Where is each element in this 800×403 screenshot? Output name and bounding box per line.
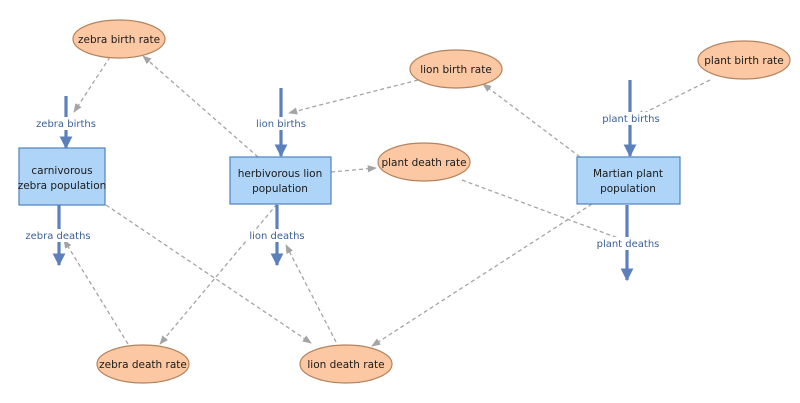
- flow-label-zebra-deaths: zebra deaths: [25, 231, 90, 242]
- aux-zebra-death-rate[interactable]: zebra death rate: [96, 344, 190, 384]
- connector-plant-death-rate-to-plant-deaths: [461, 179, 635, 245]
- connector-lion-death-rate-to-lion-deaths: [285, 244, 337, 343]
- connector-lion-birth-rate-to-lion-births: [288, 79, 419, 115]
- flow-label-lion-deaths: lion deaths: [249, 231, 304, 242]
- stock-lion-label-line1: herbivorous lion: [238, 168, 323, 180]
- aux-node-lion-birth-rate: [409, 49, 503, 89]
- connector-lion-population-to-zebra-birth-rate: [142, 55, 259, 158]
- connectors: [63, 55, 711, 347]
- stock-zebra-population[interactable]: carnivorous zebra population: [18, 147, 107, 206]
- aux-label-plant-birth-rate: plant birth rate: [704, 55, 783, 67]
- aux-lion-death-rate[interactable]: lion death rate: [299, 344, 393, 384]
- aux-label-zebra-death-rate: zebra death rate: [99, 359, 187, 371]
- stock-box-plant: [576, 156, 681, 205]
- connector-zebra-population-to-lion-death-rate: [105, 204, 312, 344]
- aux-node-lion-death-rate: [299, 344, 393, 384]
- stock-box-lion: [229, 156, 332, 205]
- stock-plant-population[interactable]: Martian plant population: [576, 156, 681, 205]
- aux-label-plant-death-rate: plant death rate: [381, 157, 466, 169]
- stock-plant-label-line2: population: [600, 183, 656, 195]
- stock-plant-label-line1: Martian plant: [593, 168, 663, 180]
- connector-plant-birth-rate-to-plant-births: [635, 79, 711, 118]
- stock-box-zebra: [18, 147, 106, 206]
- aux-node-zebra-birth-rate: [72, 19, 166, 59]
- flow-label-lion-births: lion births: [256, 119, 306, 130]
- stock-lion-label-line2: population: [252, 183, 308, 195]
- flows: zebra births zebra deaths lion births li…: [23, 80, 663, 282]
- aux-label-lion-birth-rate: lion birth rate: [420, 64, 492, 76]
- stock-zebra-label-line1: carnivorous: [31, 165, 92, 177]
- aux-zebra-birth-rate[interactable]: zebra birth rate: [72, 19, 166, 59]
- connector-zebra-death-rate-to-zebra-deaths: [63, 239, 129, 345]
- connector-lion-population-to-plant-death-rate: [330, 165, 377, 173]
- flow-label-plant-births: plant births: [602, 114, 659, 125]
- connector-lion-population-to-zebra-death-rate: [159, 203, 278, 345]
- connector-plant-population-to-lion-birth-rate: [482, 83, 581, 158]
- aux-node-plant-birth-rate: [697, 40, 791, 80]
- flow-label-plant-deaths: plant deaths: [597, 239, 660, 250]
- aux-node-plant-death-rate: [377, 142, 471, 182]
- aux-node-zebra-death-rate: [96, 344, 190, 384]
- aux-label-zebra-birth-rate: zebra birth rate: [78, 34, 160, 46]
- aux-plant-death-rate[interactable]: plant death rate: [377, 142, 471, 182]
- flow-label-zebra-births: zebra births: [36, 119, 96, 130]
- aux-plant-birth-rate[interactable]: plant birth rate: [697, 40, 791, 80]
- stock-zebra-label-line2: zebra population: [18, 180, 107, 192]
- aux-label-lion-death-rate: lion death rate: [307, 359, 384, 371]
- aux-lion-birth-rate[interactable]: lion birth rate: [409, 49, 503, 89]
- connector-plant-population-to-lion-death-rate: [371, 203, 593, 347]
- stock-lion-population[interactable]: herbivorous lion population: [229, 156, 332, 205]
- connector-zebra-birth-rate-to-zebra-births: [73, 56, 111, 113]
